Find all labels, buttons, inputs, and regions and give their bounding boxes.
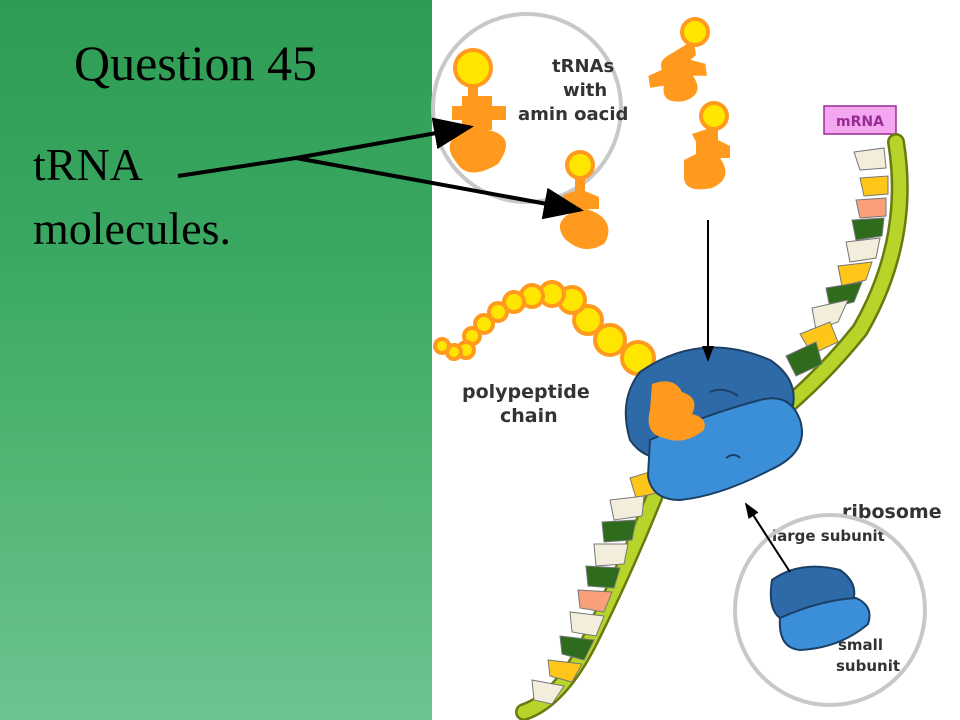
ribosome-label: ribosome — [842, 501, 942, 523]
trna-molecule-right — [683, 101, 730, 190]
polypeptide-label-line-1: polypeptide — [462, 381, 590, 403]
mrna-label-box — [823, 105, 897, 135]
trna-label-line-1: tRNAs — [552, 56, 614, 77]
answer-text-line-2: molecules. — [33, 203, 231, 254]
mrna-strand-upper — [761, 133, 909, 429]
trna-molecule-callout — [449, 48, 506, 173]
green-panel — [0, 0, 432, 720]
polypeptide-label-line-2: chain — [500, 405, 558, 427]
ribosome-assembly-arrow — [744, 502, 791, 573]
trna-molecule-top-right — [648, 17, 710, 102]
trna-label-line-3: amin oacid — [518, 104, 628, 125]
polypeptide-chain — [433, 280, 656, 376]
pointer-arrow-to-trna — [295, 156, 584, 220]
small-subunit-label-line-2: subunit — [836, 657, 900, 675]
mrna-label: mRNA — [836, 114, 884, 130]
large-subunit-label: large subunit — [772, 527, 885, 545]
small-subunit-label-line-1: small — [838, 636, 883, 654]
ribosome-callout-circle — [733, 513, 927, 707]
slide-title: Question 45 — [74, 35, 318, 91]
pointer-arrow-to-callout — [295, 117, 474, 160]
ribosome-subunits-callout — [769, 565, 871, 652]
pointer-line-stem — [177, 156, 297, 178]
mrna-strand-lower — [515, 461, 674, 720]
answer-text-line-1: tRNA — [33, 139, 143, 190]
ribosome-main — [624, 346, 803, 502]
trna-label-line-2: with — [563, 80, 607, 101]
